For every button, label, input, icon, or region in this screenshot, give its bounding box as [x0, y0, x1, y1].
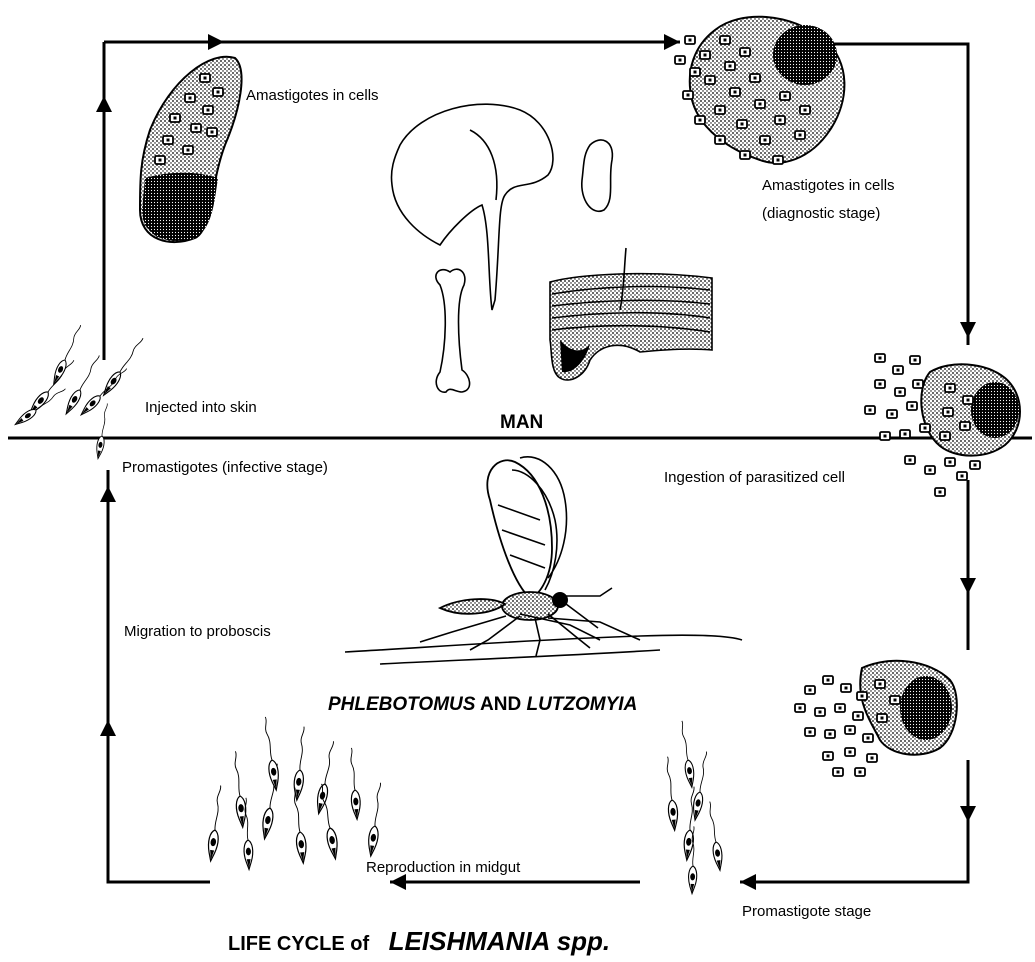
amastigotes-right-label: Amastigotes in cells	[762, 177, 895, 194]
ingestion-label: Ingestion of parasitized cell	[664, 469, 845, 486]
skin-icon	[550, 248, 712, 380]
right-bottom-line	[740, 760, 968, 882]
bone-icon	[436, 269, 470, 392]
arrow-left-icon	[740, 874, 756, 890]
left-lower-line	[108, 470, 210, 882]
page-title: LIFE CYCLE of LEISHMANIA spp.	[228, 926, 610, 956]
arrow-left-icon	[390, 874, 406, 890]
amastigotes-top-left-label: Amastigotes in cells	[246, 87, 379, 104]
ruptured-cell-lower-icon	[795, 661, 957, 776]
vector-and-label: AND	[475, 694, 526, 715]
spleen-icon	[582, 140, 613, 211]
man-label: MAN	[500, 412, 543, 433]
ruptured-cell-icon	[865, 354, 1020, 496]
promastigote-cluster-stage-icon	[664, 720, 724, 894]
organs-icon	[391, 104, 712, 392]
parasitized-cell-large-icon	[675, 17, 844, 164]
vector-lutzomyia-label: LUTZOMYIA	[526, 694, 637, 715]
arrow-right-icon	[664, 34, 680, 50]
promastigote-cluster-midgut-icon	[206, 716, 385, 869]
arrow-down-icon	[960, 322, 976, 338]
arrow-down-icon	[960, 806, 976, 822]
vector-label: PHLEBOTOMUS AND LUTZOMYIA	[328, 694, 637, 715]
liver-icon	[391, 104, 552, 310]
reproduction-label: Reproduction in midgut	[366, 859, 521, 876]
title-plain-label: LIFE CYCLE of	[228, 933, 375, 955]
arrow-up-icon	[100, 486, 116, 502]
arrow-right-icon	[208, 34, 224, 50]
arrow-up-icon	[96, 96, 112, 112]
promastigotes-infective-label: Promastigotes (infective stage)	[122, 459, 328, 476]
sandfly-icon	[345, 457, 742, 664]
injected-label: Injected into skin	[145, 399, 257, 416]
title-italic-label: LEISHMANIA spp.	[389, 926, 610, 956]
arrow-down-icon	[960, 578, 976, 594]
migration-label: Migration to proboscis	[124, 623, 271, 640]
arrow-up-icon	[100, 720, 116, 736]
parasitized-cell-icon	[140, 57, 242, 242]
diagnostic-stage-label: (diagnostic stage)	[762, 205, 880, 222]
promastigote-stage-label: Promastigote stage	[742, 903, 871, 920]
vector-phlebotomus-label: PHLEBOTOMUS	[328, 694, 476, 715]
